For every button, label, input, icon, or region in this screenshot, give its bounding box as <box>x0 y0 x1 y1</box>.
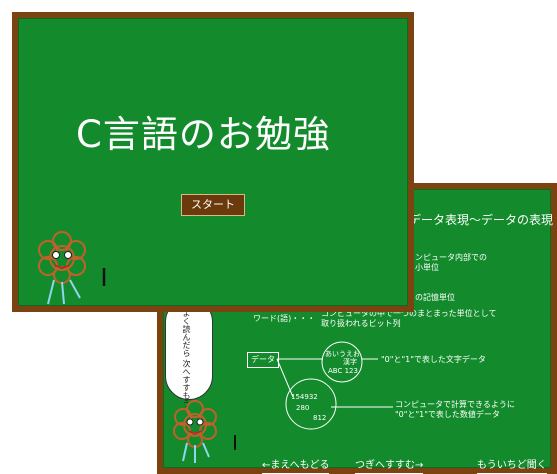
flower-mascot-icon <box>173 400 236 463</box>
text-line: の記憶単位 <box>415 293 455 302</box>
data-box: データ <box>247 352 279 368</box>
text-line: 小単位 <box>415 263 439 272</box>
chalkboard-title: C言語のお勉強 スタート <box>12 12 414 312</box>
start-button[interactable]: スタート <box>181 194 245 216</box>
word-label: ワード(語)・・・ <box>253 314 316 323</box>
num-data-label: "0"と"1"で表した数値データ <box>395 410 500 419</box>
circle-text: 154932 <box>291 393 318 401</box>
main-title: C言語のお勉強 <box>76 113 331 156</box>
circle-text: 812 <box>313 414 327 422</box>
diagram-lines <box>276 341 393 430</box>
circle-text: 漢字 <box>343 358 357 366</box>
nav-next-link[interactable]: つぎへすすむ→ <box>355 456 424 474</box>
word-desc: コンピュータの中で一つのまとまった単位として <box>321 309 497 318</box>
circle-text: 280 <box>296 404 310 412</box>
circle-text: ABC 123 <box>328 367 358 375</box>
nav-back-link[interactable]: ←まえへもどる <box>262 456 330 474</box>
page-title: データ表現～データの表現 <box>409 213 554 227</box>
word-desc: 取り扱われるビット列 <box>321 319 401 328</box>
text-data-label: "0"と"1"で表した文字データ <box>381 355 486 364</box>
text-line: ンピュータ内部での <box>415 253 487 262</box>
nav-replay-link[interactable]: もういちど聞く <box>477 456 547 474</box>
circle-text: あいうえお <box>325 350 360 358</box>
bubble-text: よく読んだら 次へすすもう <box>182 309 191 408</box>
speech-bubble: よく読んだら 次へすすもう <box>165 298 213 408</box>
flower-mascot-icon <box>38 231 106 305</box>
num-data-label: コンピュータで計算できるように <box>395 400 515 409</box>
